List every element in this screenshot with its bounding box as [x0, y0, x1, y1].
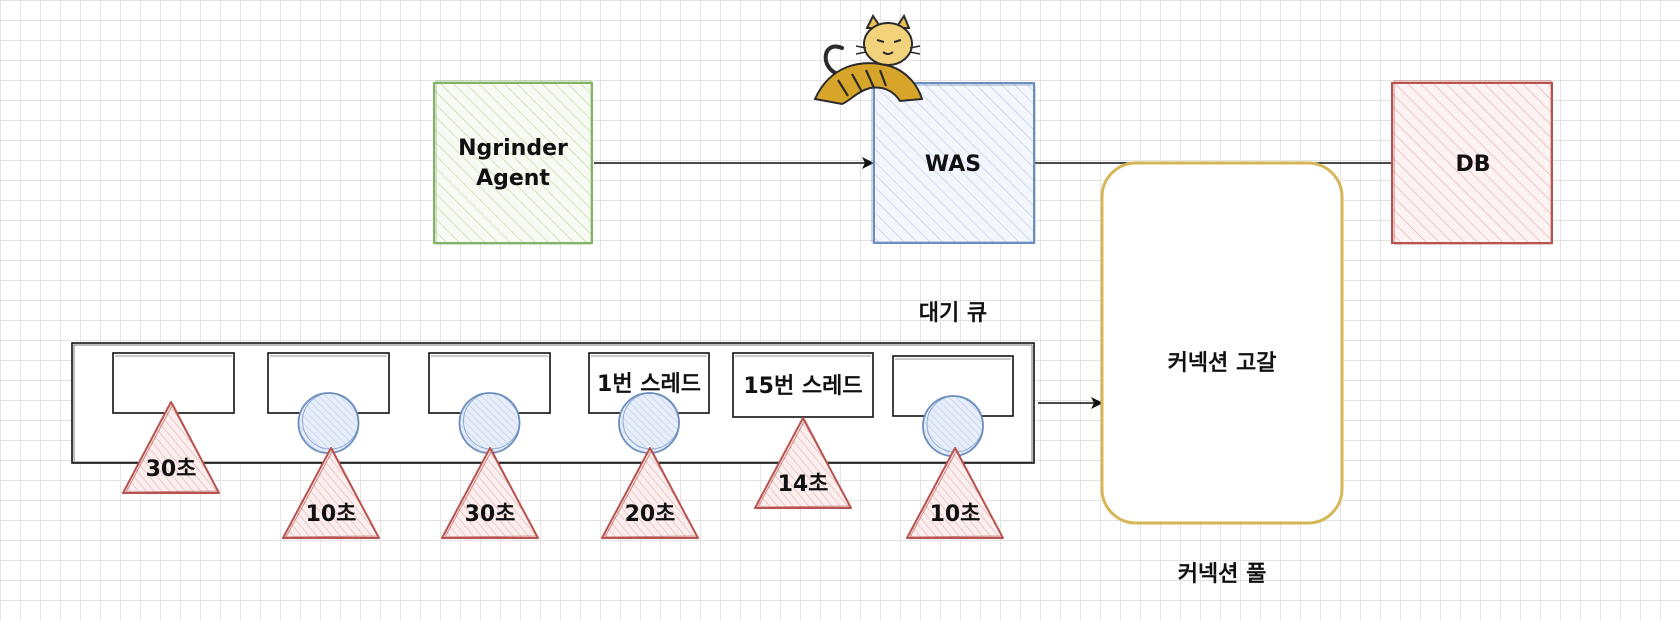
pool-caption: 커넥션 풀 [1178, 562, 1267, 587]
was-label: WAS [925, 152, 981, 177]
timer-label: 10초 [930, 502, 981, 527]
timer-triangle: 20초 [601, 447, 699, 539]
queue-slot[interactable]: 15번 스레드 14초 [732, 352, 874, 509]
timer-triangle-sketch [757, 419, 851, 508]
slot-box [112, 352, 235, 414]
pool-exhausted-label: 커넥션 고갈 [1168, 351, 1277, 376]
queue-slot[interactable]: 30초 [112, 352, 235, 494]
queue-slot[interactable]: 10초 [267, 352, 390, 539]
timer-triangle: 30초 [122, 401, 220, 494]
slot-thread-label: 15번 스레드 [743, 374, 862, 399]
thread-circle [297, 392, 360, 454]
queue-slot[interactable]: 30초 [428, 352, 551, 539]
agent-label-line2: Agent [476, 166, 550, 191]
thread-circle [458, 392, 521, 454]
timer-label: 10초 [306, 502, 357, 527]
timer-triangle-sketch [444, 449, 538, 538]
timer-label: 30초 [465, 502, 516, 527]
timer-triangle: 30초 [441, 447, 539, 539]
queue-slot[interactable]: 10초 [892, 355, 1014, 539]
timer-triangle-sketch [125, 403, 219, 493]
slot-box [732, 352, 874, 418]
timer-label: 14초 [778, 472, 829, 497]
timer-label: 20초 [625, 502, 676, 527]
timer-triangle-sketch [285, 449, 379, 538]
ngrinder-agent-node[interactable]: Ngrinder Agent [433, 80, 593, 245]
timer-triangle: 14초 [754, 417, 852, 509]
agent-label-line1: Ngrinder [458, 136, 568, 161]
db-node[interactable]: DB [1391, 80, 1553, 245]
was-node[interactable]: WAS [871, 82, 1036, 244]
timer-label: 30초 [146, 457, 197, 482]
timer-triangle: 10초 [282, 447, 380, 539]
thread-circle [922, 395, 984, 457]
timer-triangle: 10초 [906, 447, 1004, 539]
timer-triangle-sketch [604, 449, 698, 538]
db-label: DB [1455, 152, 1490, 177]
connection-pool[interactable]: 커넥션 고갈 [1100, 161, 1344, 525]
tomcat-cat-icon [813, 13, 924, 106]
wait-queue-label: 대기 큐 [919, 301, 987, 326]
thread-circle [618, 392, 680, 454]
timer-triangle-sketch [909, 449, 1003, 538]
